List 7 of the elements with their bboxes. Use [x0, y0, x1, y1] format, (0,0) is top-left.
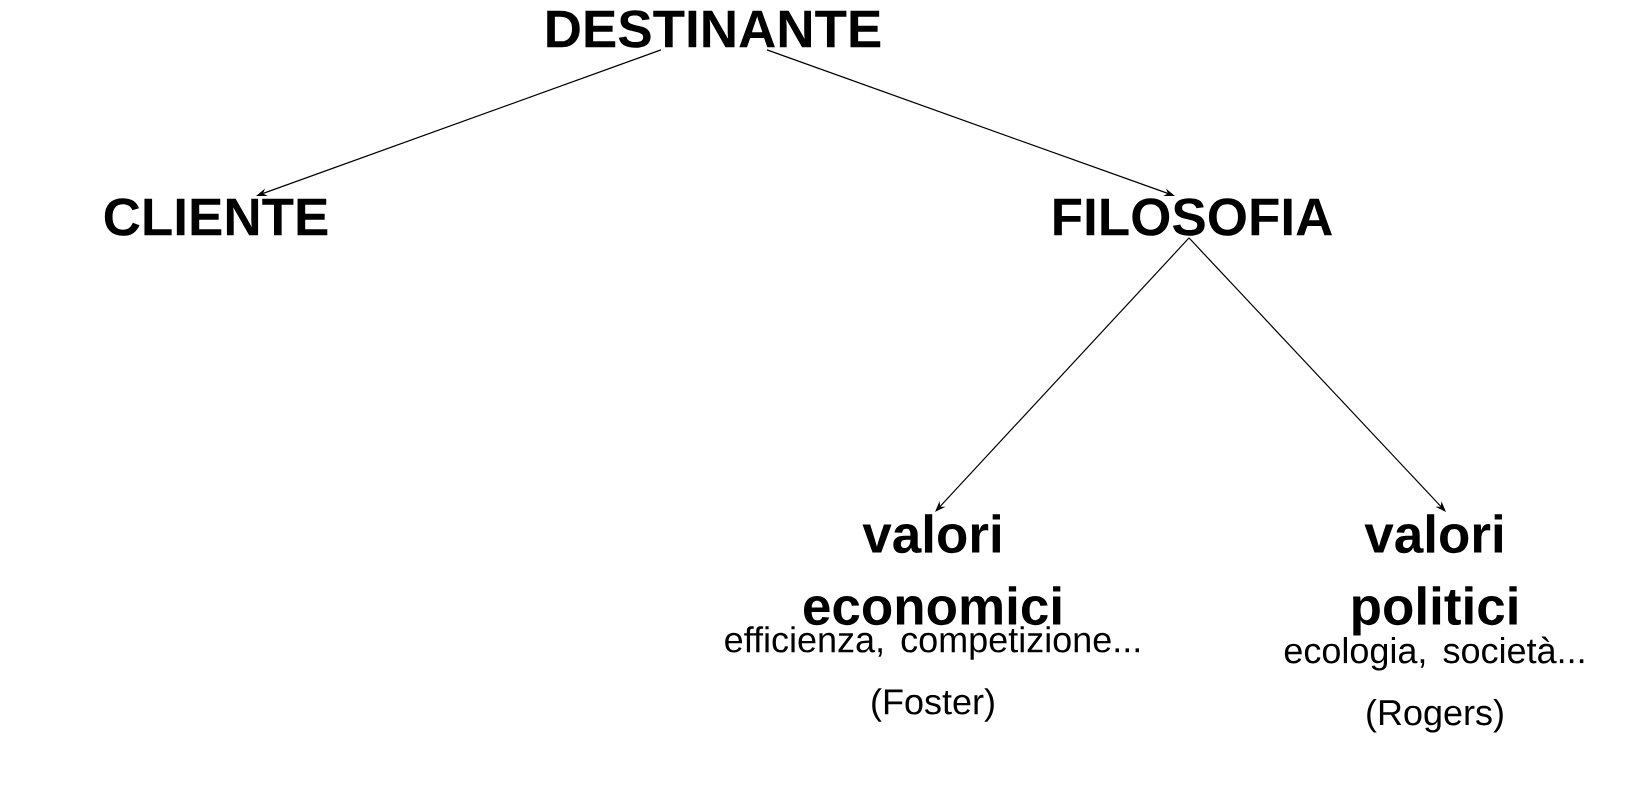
arrow: [1188, 237, 1446, 512]
arrow: [935, 237, 1190, 512]
node-text: FILOSOFIA: [1054, 198, 1332, 236]
node-text: valori economici efficienza, competizione... (Foster): [725, 514, 1139, 722]
node-text: CLIENTE: [104, 198, 328, 236]
node-text: valori politici ecologia, società... (Rogers): [1284, 514, 1584, 733]
node-text: DESTINANTE: [547, 10, 881, 48]
